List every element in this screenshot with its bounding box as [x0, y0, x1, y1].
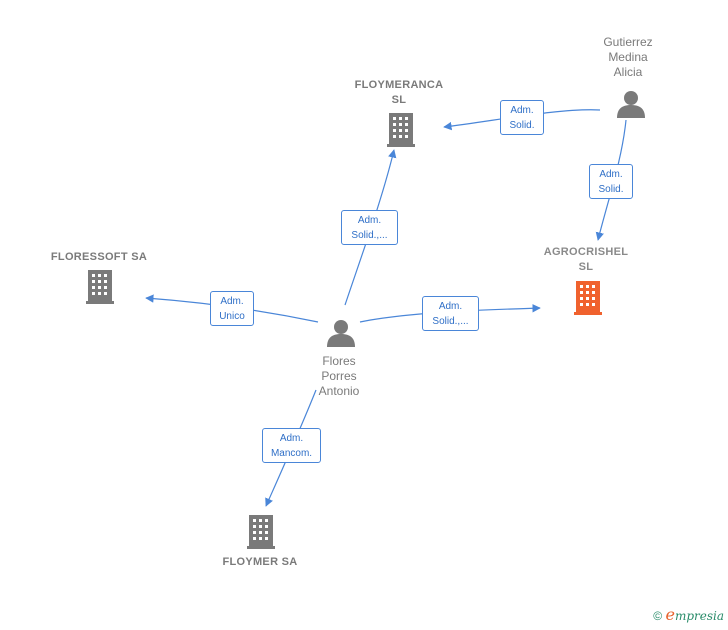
edge-label-gutierrez-floymeranca[interactable]: Adm. Solid. — [500, 100, 544, 135]
node-label-flores[interactable]: Flores Porres Antonio — [318, 354, 360, 398]
edge-label-flores-agrocrishel[interactable]: Adm. Solid.,... — [422, 296, 479, 331]
edge-label-flores-floymeranca[interactable]: Adm. Solid.,... — [341, 210, 398, 245]
node-label-agrocrishel[interactable]: AGROCRISHEL SL — [543, 246, 629, 273]
building-icon-agrocrishel — [574, 281, 602, 315]
edge-label-gutierrez-agrocrishel[interactable]: Adm. Solid. — [589, 164, 633, 199]
brand-logo-e: e — [665, 605, 675, 624]
edge-label-flores-floymer[interactable]: Adm. Mancom. — [262, 428, 321, 463]
building-icon-floymer — [247, 515, 275, 549]
building-icon-floymeranca — [387, 113, 415, 147]
node-label-gutierrez[interactable]: Gutierrez Medina Alicia — [603, 35, 653, 79]
brand-footer: © empresia — [653, 605, 724, 624]
copyright-icon: © — [653, 609, 663, 623]
node-label-floymeranca[interactable]: FLOYMERANCA SL — [354, 79, 444, 106]
building-icon-floressoft — [86, 270, 114, 304]
node-label-floressoft[interactable]: FLORESSOFT SA — [50, 251, 148, 263]
brand-name: mpresia — [674, 609, 724, 623]
person-icon-flores — [327, 320, 355, 347]
edge-label-flores-floressoft[interactable]: Adm. Unico — [210, 291, 254, 326]
person-icon-gutierrez — [617, 91, 645, 118]
node-label-floymer[interactable]: FLOYMER SA — [222, 556, 298, 568]
